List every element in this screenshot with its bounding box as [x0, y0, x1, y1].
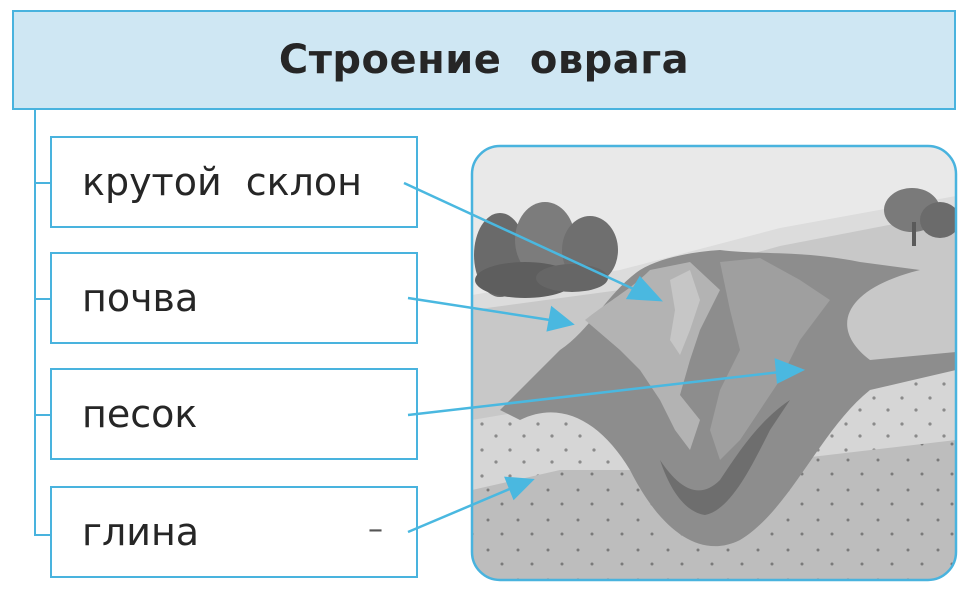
arrow-soil	[407, 296, 551, 322]
arrow-head-steep-slope	[625, 275, 663, 302]
panel-border	[470, 144, 958, 582]
trees-right	[884, 188, 956, 246]
ravine-floor	[660, 400, 790, 515]
arrow-head-soil	[546, 305, 575, 332]
pointer-arrows	[403, 181, 806, 534]
diagram-title: Строение оврага	[278, 37, 690, 83]
bracket-tick-3	[34, 414, 50, 416]
arrow-sand	[407, 370, 781, 417]
clay-blank-mark: –	[368, 512, 383, 547]
arrow-head-clay	[504, 476, 535, 501]
label-steep-slope: крутой склон	[82, 160, 362, 204]
label-soil: почва	[82, 276, 199, 320]
arrow-steep-slope	[403, 181, 641, 294]
bracket-tick-4	[34, 534, 50, 536]
label-clay: глина	[82, 510, 200, 554]
arrow-clay	[407, 486, 513, 534]
bracket-tick-1	[34, 182, 50, 184]
trees-left	[474, 202, 618, 298]
bracket-vertical-line	[34, 110, 36, 536]
arrow-head-sand	[774, 358, 806, 384]
label-box-steep-slope: крутой склон	[50, 136, 418, 228]
ravine-panel	[472, 146, 956, 580]
label-box-sand: песок	[50, 368, 418, 460]
title-banner: Строение оврага	[12, 10, 956, 110]
bracket-tick-2	[34, 298, 50, 300]
label-sand: песок	[82, 392, 198, 436]
label-box-clay: глина	[50, 486, 418, 578]
ravine-highlight	[670, 270, 700, 355]
ravine-right-wall	[710, 258, 830, 460]
label-box-soil: почва	[50, 252, 418, 344]
